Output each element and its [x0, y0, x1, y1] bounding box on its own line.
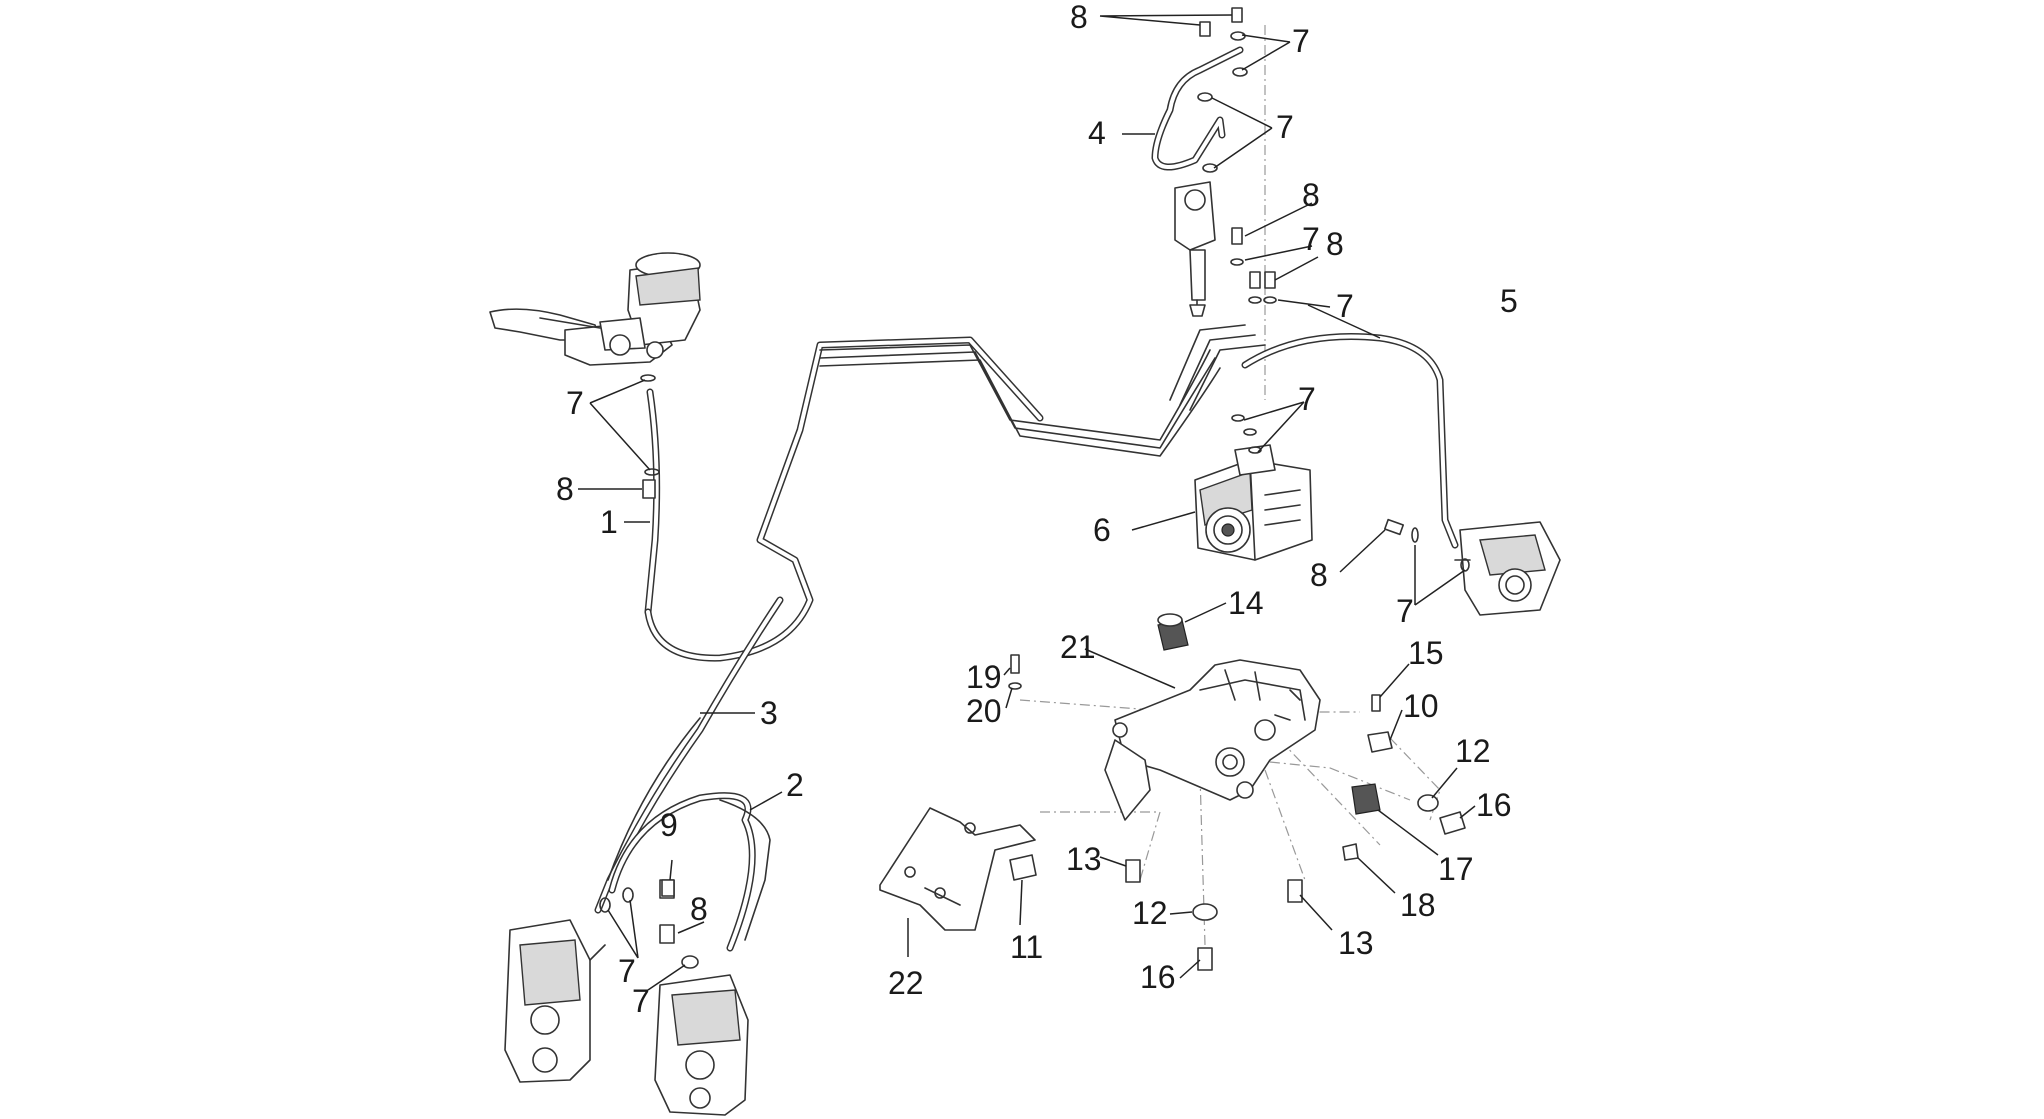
- callout-20: 20: [966, 693, 1002, 729]
- callout-5: 5: [1500, 283, 1518, 319]
- callout-7: 7: [1292, 23, 1310, 59]
- callout-2: 2: [786, 767, 804, 803]
- callout-7: 7: [1298, 381, 1316, 417]
- hardware-fittings: [599, 7, 1470, 971]
- callout-15: 15: [1408, 635, 1444, 671]
- callout-13: 13: [1066, 841, 1102, 877]
- callout-17: 17: [1438, 851, 1474, 887]
- callout-8: 8: [1070, 0, 1088, 35]
- callout-8: 8: [1310, 557, 1328, 593]
- rear-master-cylinder: [1174, 181, 1216, 317]
- front-left-caliper: [504, 919, 606, 1083]
- abs-mounting-bracket: [1104, 659, 1321, 821]
- callout-8: 8: [1326, 226, 1344, 262]
- callout-8: 8: [690, 891, 708, 927]
- callout-7: 7: [1396, 593, 1414, 629]
- callout-7: 7: [566, 385, 584, 421]
- abs-control-unit: [1194, 444, 1313, 561]
- rear-brake-caliper: [1454, 521, 1561, 616]
- callout-6: 6: [1093, 512, 1111, 548]
- callout-16: 16: [1476, 787, 1512, 823]
- callout-7: 7: [1336, 288, 1354, 324]
- callout-7: 7: [632, 983, 650, 1019]
- callout-numbers: 8 7 4 7 8 7 8 7 5 7 6 8 7 7 8 1 3 2 9 8 …: [556, 0, 1518, 1019]
- callout-3: 3: [760, 695, 778, 731]
- lower-bracket-plate: [879, 807, 1036, 931]
- callout-9: 9: [660, 807, 678, 843]
- callout-19: 19: [966, 659, 1002, 695]
- callout-8: 8: [1302, 177, 1320, 213]
- callout-11: 11: [1010, 929, 1043, 965]
- callout-7: 7: [618, 953, 636, 989]
- brake-line-network: [594, 46, 1459, 952]
- callout-22: 22: [888, 965, 924, 1001]
- callout-1: 1: [600, 504, 618, 540]
- callout-13: 13: [1338, 925, 1374, 961]
- callout-16: 16: [1140, 959, 1176, 995]
- callout-12: 12: [1132, 895, 1168, 931]
- callout-21: 21: [1060, 629, 1096, 665]
- front-right-caliper: [654, 974, 749, 1116]
- callout-12: 12: [1455, 733, 1491, 769]
- callout-14: 14: [1228, 585, 1264, 621]
- callout-10: 10: [1403, 688, 1439, 724]
- callout-7: 7: [1302, 221, 1320, 257]
- front-master-cylinder: [489, 252, 701, 366]
- callout-7: 7: [1276, 109, 1294, 145]
- callout-leader-lines: [578, 14, 1476, 991]
- callout-8: 8: [556, 471, 574, 507]
- callout-18: 18: [1400, 887, 1436, 923]
- callout-4: 4: [1088, 115, 1106, 151]
